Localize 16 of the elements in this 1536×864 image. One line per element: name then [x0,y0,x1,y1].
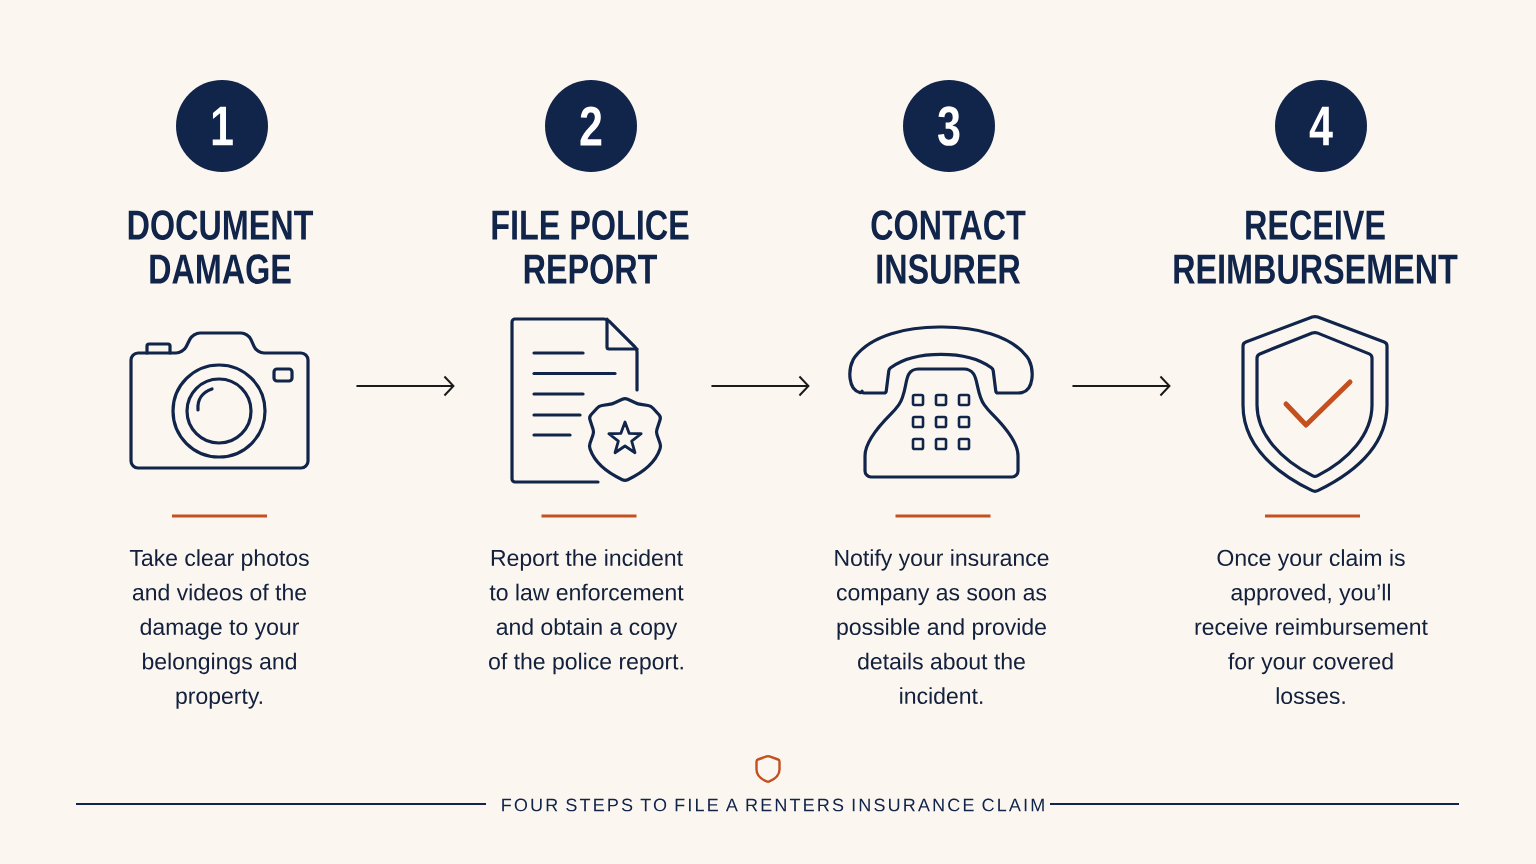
step-heading: RECEIVE REIMBURSEMENT [1174,210,1458,284]
document-badge-icon [510,317,663,484]
telephone-icon [848,325,1034,479]
step-description: Report the incident to law enforcement and obtain a copy of the police report. [489,549,684,675]
step-description: Once your claim is approved, you’ll receive reimbursement for your covered losses. [1195,549,1428,705]
camera-icon [129,331,310,470]
step-heading: DOCUMENT DAMAGE [128,210,314,284]
step-description: Notify your insurance company as soon as possible and provide details about the incident. [835,549,1049,705]
caption: FOUR STEPS TO FILE A RENTERS INSURANCE CLAIM [502,798,1044,812]
arrow [711,375,810,397]
shield-check-icon [1241,315,1389,493]
arrow [1072,375,1171,397]
arrow [356,375,455,397]
step-heading: CONTACT INSURER [871,210,1026,284]
step-description: Take clear photos and videos of the damage to your belongings and property. [129,549,309,709]
step-heading: FILE POLICE REPORT [492,210,689,284]
